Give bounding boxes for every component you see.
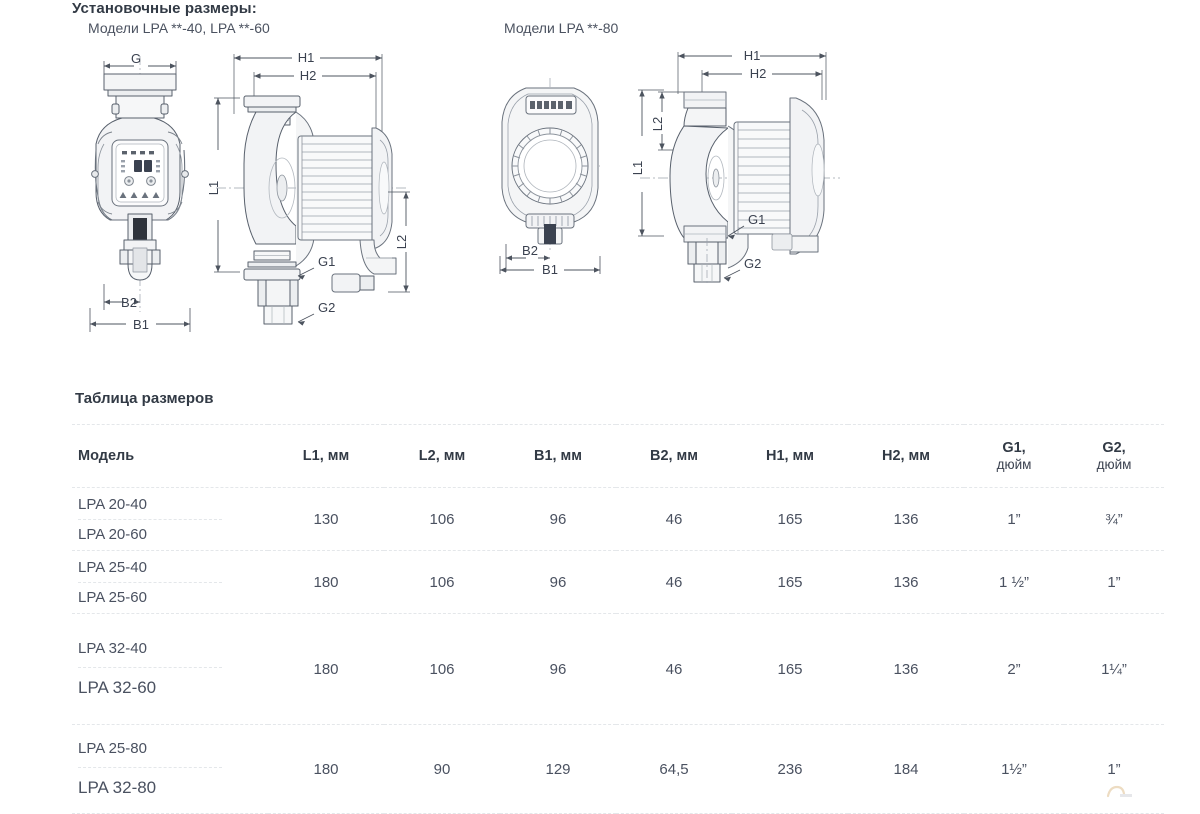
- column-header-b2: B2, мм: [616, 424, 732, 488]
- dimension-label-h2: H2: [750, 66, 767, 81]
- cell-l1: 180: [268, 724, 384, 814]
- dimension-label-l1: L1: [206, 181, 221, 195]
- cell-l1: 180: [268, 550, 384, 614]
- column-header-h2: H2, мм: [848, 424, 964, 488]
- cell-b2: 64,5: [616, 724, 732, 814]
- table-row: LPA 32-40 LPA 32-60 180 106 96 46 165 13…: [72, 613, 1164, 725]
- dimension-label-l1: L1: [630, 161, 645, 175]
- lpa-80-front-view: B2 B1: [492, 74, 612, 277]
- table-row: LPA 25-80 LPA 32-80 180 90 129 64,5 236 …: [72, 724, 1164, 814]
- watermark-mark: [1104, 782, 1138, 800]
- page-title: Установочные размеры:: [72, 0, 257, 17]
- cell-h1: 165: [732, 487, 848, 551]
- dimension-label-b1: B1: [542, 262, 558, 277]
- lpa-80-side-view: H1 H2 L1 L2 G1 G2: [630, 40, 852, 290]
- table-header-row: Модель L1, мм L2, мм B1, мм B2, мм H1, м…: [72, 424, 1164, 488]
- dimension-label-h2: H2: [300, 68, 317, 83]
- cell-h2: 184: [848, 724, 964, 814]
- cell-b1: 129: [500, 724, 616, 814]
- column-header-g1-label: G1,: [1002, 440, 1026, 456]
- cell-l2: 106: [384, 487, 500, 551]
- dimension-label-g: G: [131, 51, 141, 66]
- cell-b2: 46: [616, 487, 732, 551]
- cell-h2: 136: [848, 487, 964, 551]
- column-header-g1: G1, дюйм: [964, 424, 1064, 488]
- model-cell: LPA 20-40 LPA 20-60: [72, 487, 268, 551]
- model-cell: LPA 32-40 LPA 32-60: [72, 613, 268, 725]
- lpa-40-60-side-view: H1 H2 L1 L2 G1 G2: [206, 40, 430, 340]
- cell-g2: 1”: [1064, 550, 1164, 614]
- cell-g2: ¾”: [1064, 487, 1164, 551]
- cell-l2: 106: [384, 613, 500, 725]
- model-cell: LPA 25-80 LPA 32-80: [72, 724, 268, 814]
- cell-l2: 106: [384, 550, 500, 614]
- cell-b1: 96: [500, 613, 616, 725]
- cell-h2: 136: [848, 550, 964, 614]
- dimension-label-g2: G2: [318, 300, 335, 315]
- cell-l1: 180: [268, 613, 384, 725]
- column-header-g1-unit: дюйм: [996, 457, 1032, 473]
- dimension-label-b2: B2: [522, 243, 538, 258]
- dimension-label-g2: G2: [744, 256, 761, 271]
- model-name: LPA 25-40: [78, 553, 222, 583]
- cell-l1: 130: [268, 487, 384, 551]
- column-header-g2-label: G2,: [1102, 440, 1126, 456]
- cell-g2: 1¼”: [1064, 613, 1164, 725]
- cell-h1: 236: [732, 724, 848, 814]
- cell-h2: 136: [848, 613, 964, 725]
- cell-g1: 1”: [964, 487, 1064, 551]
- cell-g1: 1½”: [964, 724, 1064, 814]
- column-header-b1: B1, мм: [500, 424, 616, 488]
- column-header-model: Модель: [72, 424, 268, 488]
- cell-b2: 46: [616, 613, 732, 725]
- model-name: LPA 25-60: [78, 588, 147, 606]
- drawing-caption-lpa40-60: Модели LPA **-40, LPA **-60: [88, 20, 270, 36]
- dimension-label-l2: L2: [394, 235, 409, 249]
- model-cell: LPA 25-40 LPA 25-60: [72, 550, 268, 614]
- dimensions-table: Модель L1, мм L2, мм B1, мм B2, мм H1, м…: [72, 424, 1164, 814]
- cell-l2: 90: [384, 724, 500, 814]
- table-row: LPA 20-40 LPA 20-60 130 106 96 46 165 13…: [72, 487, 1164, 551]
- lpa-40-60-front-view: G B2 B1: [78, 51, 218, 342]
- table-title: Таблица размеров: [75, 390, 214, 407]
- cell-g2: 1”: [1064, 724, 1164, 814]
- column-header-l2: L2, мм: [384, 424, 500, 488]
- technical-drawings: G B2 B1: [0, 38, 1200, 338]
- cell-g1: 2”: [964, 613, 1064, 725]
- model-name: LPA 20-40: [78, 490, 222, 520]
- dimension-label-b2: B2: [121, 295, 137, 310]
- dimension-label-g1: G1: [318, 254, 335, 269]
- column-header-h1: H1, мм: [732, 424, 848, 488]
- dimension-label-h1: H1: [744, 48, 761, 63]
- cell-b1: 96: [500, 487, 616, 551]
- model-name: LPA 32-80: [78, 778, 157, 797]
- column-header-g2-unit: дюйм: [1096, 457, 1132, 473]
- model-name: LPA 20-60: [78, 525, 147, 543]
- cell-g1: 1 ½”: [964, 550, 1064, 614]
- cell-b2: 46: [616, 550, 732, 614]
- column-header-l1: L1, мм: [268, 424, 384, 488]
- cell-h1: 165: [732, 550, 848, 614]
- model-name: LPA 25-80: [78, 730, 222, 768]
- drawing-caption-lpa80: Модели LPA **-80: [504, 20, 619, 36]
- cell-b1: 96: [500, 550, 616, 614]
- dimension-label-b1: B1: [133, 317, 149, 332]
- model-name: LPA 32-60: [78, 678, 157, 697]
- model-name: LPA 32-40: [78, 630, 222, 668]
- table-row: LPA 25-40 LPA 25-60 180 106 96 46 165 13…: [72, 550, 1164, 614]
- dimension-label-g1: G1: [748, 212, 765, 227]
- dimension-label-h1: H1: [298, 50, 315, 65]
- dimension-label-l2: L2: [650, 117, 665, 131]
- column-header-g2: G2, дюйм: [1064, 424, 1164, 488]
- cell-h1: 165: [732, 613, 848, 725]
